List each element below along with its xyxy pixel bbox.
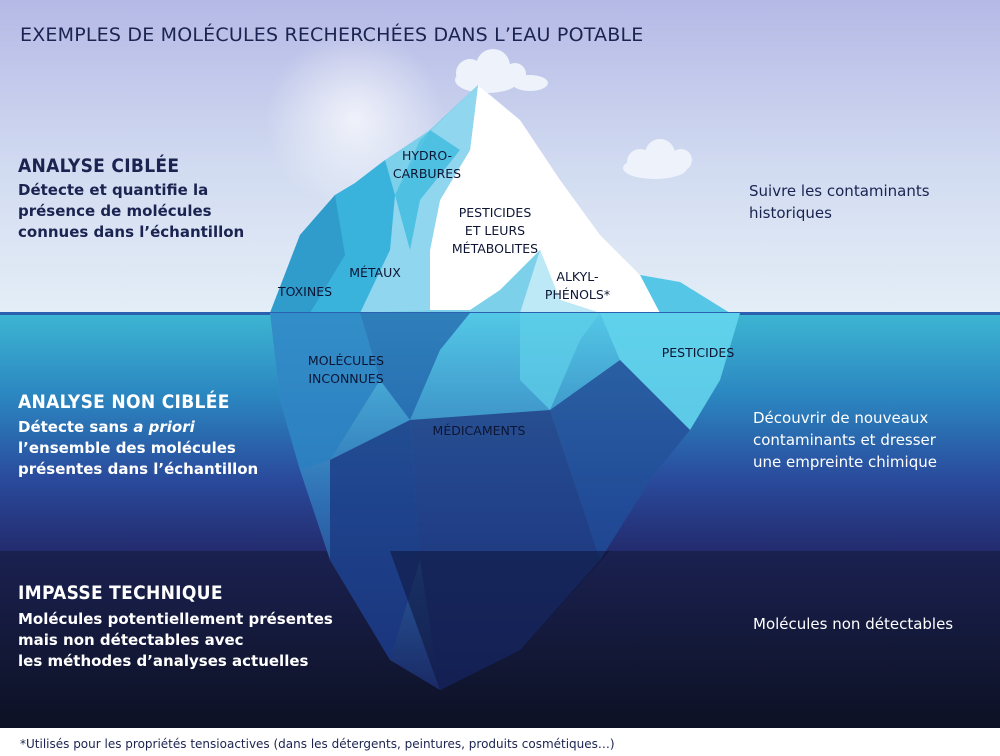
zone-targeted-goal: Suivre les contaminants historiques [749,182,930,222]
iceberg-bottom [270,313,740,690]
cloud-icon [455,49,548,93]
zone-impasse-description: Molécules potentiellement présentes mais… [18,610,333,670]
label-medicaments: MÉDICAMENTS [432,423,526,438]
footnote: *Utilisés pour les propriétés tensioacti… [20,737,615,751]
iceberg-top [270,85,730,313]
label-alkylphenols: ALKYL- PHÉNOLS* [544,269,611,302]
zone-impasse-goal: Molécules non détectables [753,615,954,633]
zone-untargeted-description: Détecte sans a priori l’ensemble des mol… [18,418,259,478]
zone-targeted-description: Détecte et quantifie la présence de molé… [18,181,245,241]
footnote-band [0,728,1000,756]
cloud-icon [623,139,692,179]
label-pesticides: PESTICIDES [661,345,735,360]
label-molecules-inconnues: MOLÉCULES INCONNUES [307,353,385,386]
page-title: EXEMPLES DE MOLÉCULES RECHERCHÉES DANS L… [20,24,644,46]
label-toxines: TOXINES [277,284,333,299]
label-metaux: MÉTAUX [349,265,401,280]
zone-targeted-heading: ANALYSE CIBLÉE [18,155,180,177]
zone-untargeted-heading: ANALYSE NON CIBLÉE [18,391,230,413]
zone-untargeted-goal: Découvrir de nouveaux contaminants et dr… [753,409,937,471]
label-pesticides-metabolites: PESTICIDES ET LEURS MÉTABOLITES [451,205,539,256]
zone-impasse-heading: IMPASSE TECHNIQUE [18,582,223,604]
label-hydrocarbures: HYDRO- CARBURES [392,148,462,181]
